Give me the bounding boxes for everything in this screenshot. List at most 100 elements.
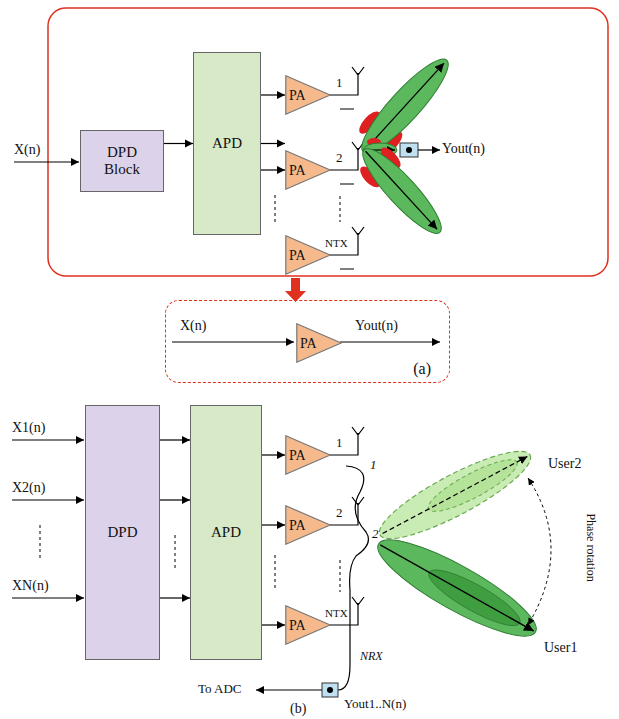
system-frame: [48, 8, 608, 276]
ellipse-shape: [354, 140, 450, 241]
probe: [256, 683, 338, 697]
node-label: DPD: [107, 524, 137, 541]
apd-block: APD: [193, 52, 261, 235]
ellipse-shape: [371, 437, 540, 552]
node-label: APD: [212, 135, 242, 152]
signal-label: 2: [336, 151, 343, 165]
line-shape: [256, 689, 322, 690]
line-shape: [40, 525, 41, 560]
signal-label: NTX: [325, 237, 348, 249]
signal-label: 1: [336, 76, 343, 90]
probe: [400, 143, 440, 157]
node-label: PA: [289, 163, 306, 179]
signal-connector: [160, 439, 190, 440]
signal-label: User2: [548, 456, 581, 471]
signal-connector: [261, 94, 285, 95]
signal-label: 1: [336, 436, 343, 450]
signal-connector: [262, 454, 285, 455]
line-shape: [418, 149, 440, 150]
signal-connector: [262, 624, 285, 625]
signal-label: NTX: [325, 607, 348, 619]
signal-connector: [160, 597, 190, 598]
ellipsis-dashes: [275, 195, 340, 225]
signal-label: 2: [372, 527, 379, 541]
node-label: PA: [289, 518, 306, 534]
power-amplifier: PA: [285, 150, 331, 190]
signal-label: Yout1..N(n): [344, 697, 406, 711]
power-amplifier: PA: [285, 505, 331, 545]
signal-label: XN(n): [12, 578, 49, 593]
signal-connector: [160, 499, 190, 500]
line-shape: [383, 457, 528, 534]
signal-label: 1: [370, 458, 377, 472]
circle-shape: [406, 147, 412, 153]
signal-connector: [261, 143, 285, 144]
power-amplifier: PA: [296, 323, 342, 363]
rect-shape: [400, 143, 418, 157]
dpd-block: DPD Block: [80, 130, 164, 192]
beam: [349, 136, 454, 246]
signal-label: X(n): [180, 318, 206, 333]
signal-label: X2(n): [12, 480, 45, 495]
path-shape: [330, 67, 364, 95]
line-shape: [365, 63, 444, 150]
rect-shape: [322, 683, 338, 697]
signal-label: Yout(n): [355, 318, 398, 333]
node-label: PA: [300, 336, 317, 352]
line-shape: [340, 196, 341, 222]
signal-label: X1(n): [12, 420, 45, 435]
signal-connector: [262, 524, 285, 525]
node-label: APD: [211, 524, 241, 541]
ellipse-shape: [423, 452, 523, 520]
line-shape: [12, 499, 84, 500]
amplifier-outline: [286, 436, 330, 474]
equivalent-frame: (a) PA: [165, 300, 450, 383]
node-label: PA: [289, 88, 306, 104]
node-label: PA: [289, 248, 306, 264]
path-shape: [330, 427, 364, 455]
amplifier-outline: [286, 76, 330, 114]
antenna-group: [330, 427, 364, 625]
amplifier-outline: [297, 324, 341, 362]
apd-block: APD: [190, 405, 262, 660]
line-shape: [175, 535, 176, 570]
amplifier-outline: [286, 606, 330, 644]
dpd-block: DPD: [85, 405, 160, 660]
beam: [371, 437, 540, 552]
signal-label: X(n): [14, 142, 40, 157]
signal-label: To ADC: [198, 682, 242, 696]
signal-label: Yout(n): [442, 141, 485, 156]
node-label: DPD Block: [91, 144, 153, 179]
equivalence-arrow: [285, 278, 306, 302]
node-label: PA: [289, 448, 306, 464]
signal-label: Phase rotation: [584, 513, 597, 581]
line-shape: [366, 151, 438, 229]
power-amplifier: PA: [285, 435, 331, 475]
output-arrow: [340, 341, 440, 342]
power-amplifier: PA: [285, 605, 331, 645]
ellipse-shape: [352, 50, 458, 162]
line-shape: [275, 555, 276, 590]
line-shape: [380, 545, 533, 631]
power-amplifier: PA: [285, 235, 331, 275]
signal-label: (b): [290, 701, 306, 716]
line-shape: [12, 439, 84, 440]
signal-label: User1: [544, 640, 577, 655]
ellipse-shape: [368, 525, 547, 651]
power-amplifier: PA: [285, 75, 331, 115]
line-shape: [275, 195, 276, 225]
signal-label: 2: [336, 506, 343, 520]
beam: [368, 525, 547, 651]
amplifier-outline: [286, 236, 330, 274]
signal-label: NRX: [360, 650, 383, 663]
signal-connector: [164, 143, 193, 144]
input-arrows: [12, 440, 84, 598]
node-label: (a): [413, 360, 431, 378]
input-arrow: [172, 341, 294, 342]
line-shape: [340, 560, 341, 592]
path-shape: [330, 142, 364, 170]
rotation-arrow: [528, 478, 551, 625]
signal-connector: [261, 169, 285, 170]
input-arrow: [14, 161, 79, 162]
